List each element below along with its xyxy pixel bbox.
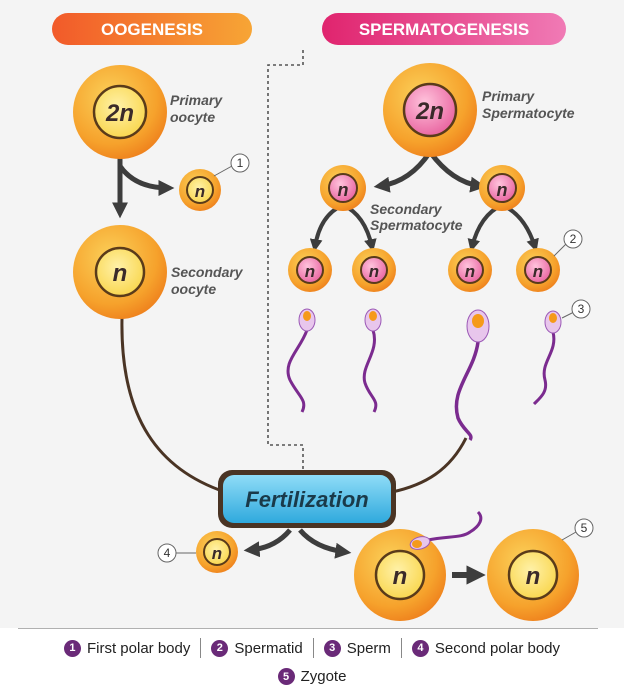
svg-text:4: 4 — [164, 546, 171, 560]
svg-text:n: n — [465, 262, 475, 281]
callout-5: 5 — [574, 518, 594, 538]
spermatogenesis-banner: SPERMATOGENESIS — [322, 13, 566, 45]
sperm-3 — [454, 309, 490, 441]
legend-text: Zygote — [300, 668, 347, 685]
spermatid-4: n — [516, 248, 560, 292]
svg-text:n: n — [369, 262, 379, 281]
sperm-2 — [362, 308, 382, 413]
svg-text:n: n — [526, 563, 541, 590]
legend-text: Sperm — [346, 639, 391, 657]
first-polar-body: n — [179, 169, 221, 211]
svg-text:2: 2 — [570, 232, 577, 246]
svg-text:n: n — [338, 180, 349, 200]
sperm-1 — [286, 308, 316, 413]
callout-line-5 — [561, 531, 577, 541]
spermatid-2: n — [352, 248, 396, 292]
secondary-oocyte-label: Secondary oocyte — [171, 264, 246, 297]
fertilization-label: Fertilization — [245, 487, 368, 512]
svg-text:n: n — [212, 544, 222, 563]
svg-text:2n: 2n — [415, 98, 444, 125]
arrow-to-fertilized-egg — [298, 528, 352, 559]
oogenesis-title: OOGENESIS — [101, 20, 203, 39]
callout-line-3 — [561, 311, 575, 319]
legend-separator — [400, 638, 402, 658]
section-divider — [267, 50, 304, 470]
svg-text:n: n — [393, 563, 408, 590]
legend-row-1: 1 First polar body 2 Spermatid 3 Sperm 4… — [0, 638, 624, 658]
legend-item-first-polar-body: 1 First polar body — [63, 639, 191, 657]
callout-2: 2 — [563, 229, 583, 249]
egg-connector — [120, 317, 226, 494]
legend-badge: 1 — [63, 639, 81, 657]
legend-text: First polar body — [86, 639, 191, 657]
legend-badge: 3 — [323, 639, 341, 657]
primary-oocyte: 2n — [73, 65, 167, 159]
legend-text: Second polar body — [434, 639, 561, 657]
arrow-spermatid-2 — [342, 203, 377, 253]
secondary-spermatocyte-right: n — [479, 165, 525, 211]
primary-spermatocyte: 2n — [383, 63, 477, 157]
legend-text: Spermatid — [234, 639, 303, 657]
legend-row-2: 5 Zygote — [0, 668, 624, 685]
spermatid-3: n — [448, 248, 492, 292]
callout-1: 1 — [230, 153, 250, 173]
legend: 1 First polar body 2 Spermatid 3 Sperm 4… — [0, 628, 624, 688]
svg-text:n: n — [497, 180, 508, 200]
secondary-spermatocyte-label: Secondary Spermatocyte — [370, 201, 463, 233]
ploidy-label: 2n — [105, 100, 134, 127]
legend-item-second-polar-body: 4 Second polar body — [411, 639, 561, 657]
legend-badge: 5 — [277, 668, 295, 685]
legend-separator — [312, 638, 314, 658]
secondary-spermatocyte-left: n — [320, 165, 366, 211]
secondary-oocyte: n — [73, 225, 167, 319]
arrow-to-first-polar-body — [117, 164, 175, 196]
callout-4: 4 — [157, 543, 177, 563]
sperm-4 — [532, 310, 562, 406]
primary-spermatocyte-label: Primary Spermatocyte — [482, 88, 575, 121]
spermatogenesis-title: SPERMATOGENESIS — [359, 20, 529, 39]
oogenesis-banner: OOGENESIS — [52, 13, 252, 45]
spermatid-1: n — [288, 248, 332, 292]
legend-item-sperm: 3 Sperm — [323, 639, 391, 657]
legend-divider — [18, 628, 598, 629]
legend-item-zygote: 5 Zygote — [277, 668, 347, 685]
sperm-connector — [391, 437, 468, 494]
fertilization-box: Fertilization — [218, 470, 396, 528]
svg-text:1: 1 — [237, 156, 244, 170]
arrow-spermatid-1 — [309, 203, 344, 253]
callout-line-2 — [553, 243, 567, 257]
primary-oocyte-label: Primary oocyte — [170, 92, 226, 125]
arrow-spermatid-3 — [467, 203, 503, 252]
svg-text:n: n — [305, 262, 315, 281]
arrow-to-second-polar-body — [243, 528, 292, 558]
diagram-canvas: OOGENESIS SPERMATOGENESIS 2n Primary ooc… — [52, 13, 594, 621]
entering-sperm — [409, 510, 483, 550]
second-polar-body: n — [196, 531, 238, 573]
fertilized-egg: n — [354, 529, 446, 621]
svg-text:n: n — [533, 262, 543, 281]
legend-badge: 2 — [211, 639, 229, 657]
svg-text:n: n — [113, 260, 128, 287]
legend-separator — [200, 638, 202, 658]
svg-text:3: 3 — [578, 302, 585, 316]
arrow-spermatid-4 — [501, 203, 539, 252]
callout-3: 3 — [571, 299, 591, 319]
legend-badge: 4 — [411, 639, 429, 657]
legend-item-spermatid: 2 Spermatid — [211, 639, 303, 657]
zygote: n — [487, 529, 579, 621]
svg-text:n: n — [195, 182, 205, 201]
arrow-to-secondary-spermatocyte-right — [427, 150, 487, 193]
svg-text:5: 5 — [581, 521, 588, 535]
arrow-to-secondary-spermatocyte-left — [373, 150, 433, 193]
callout-line-1 — [213, 165, 233, 177]
